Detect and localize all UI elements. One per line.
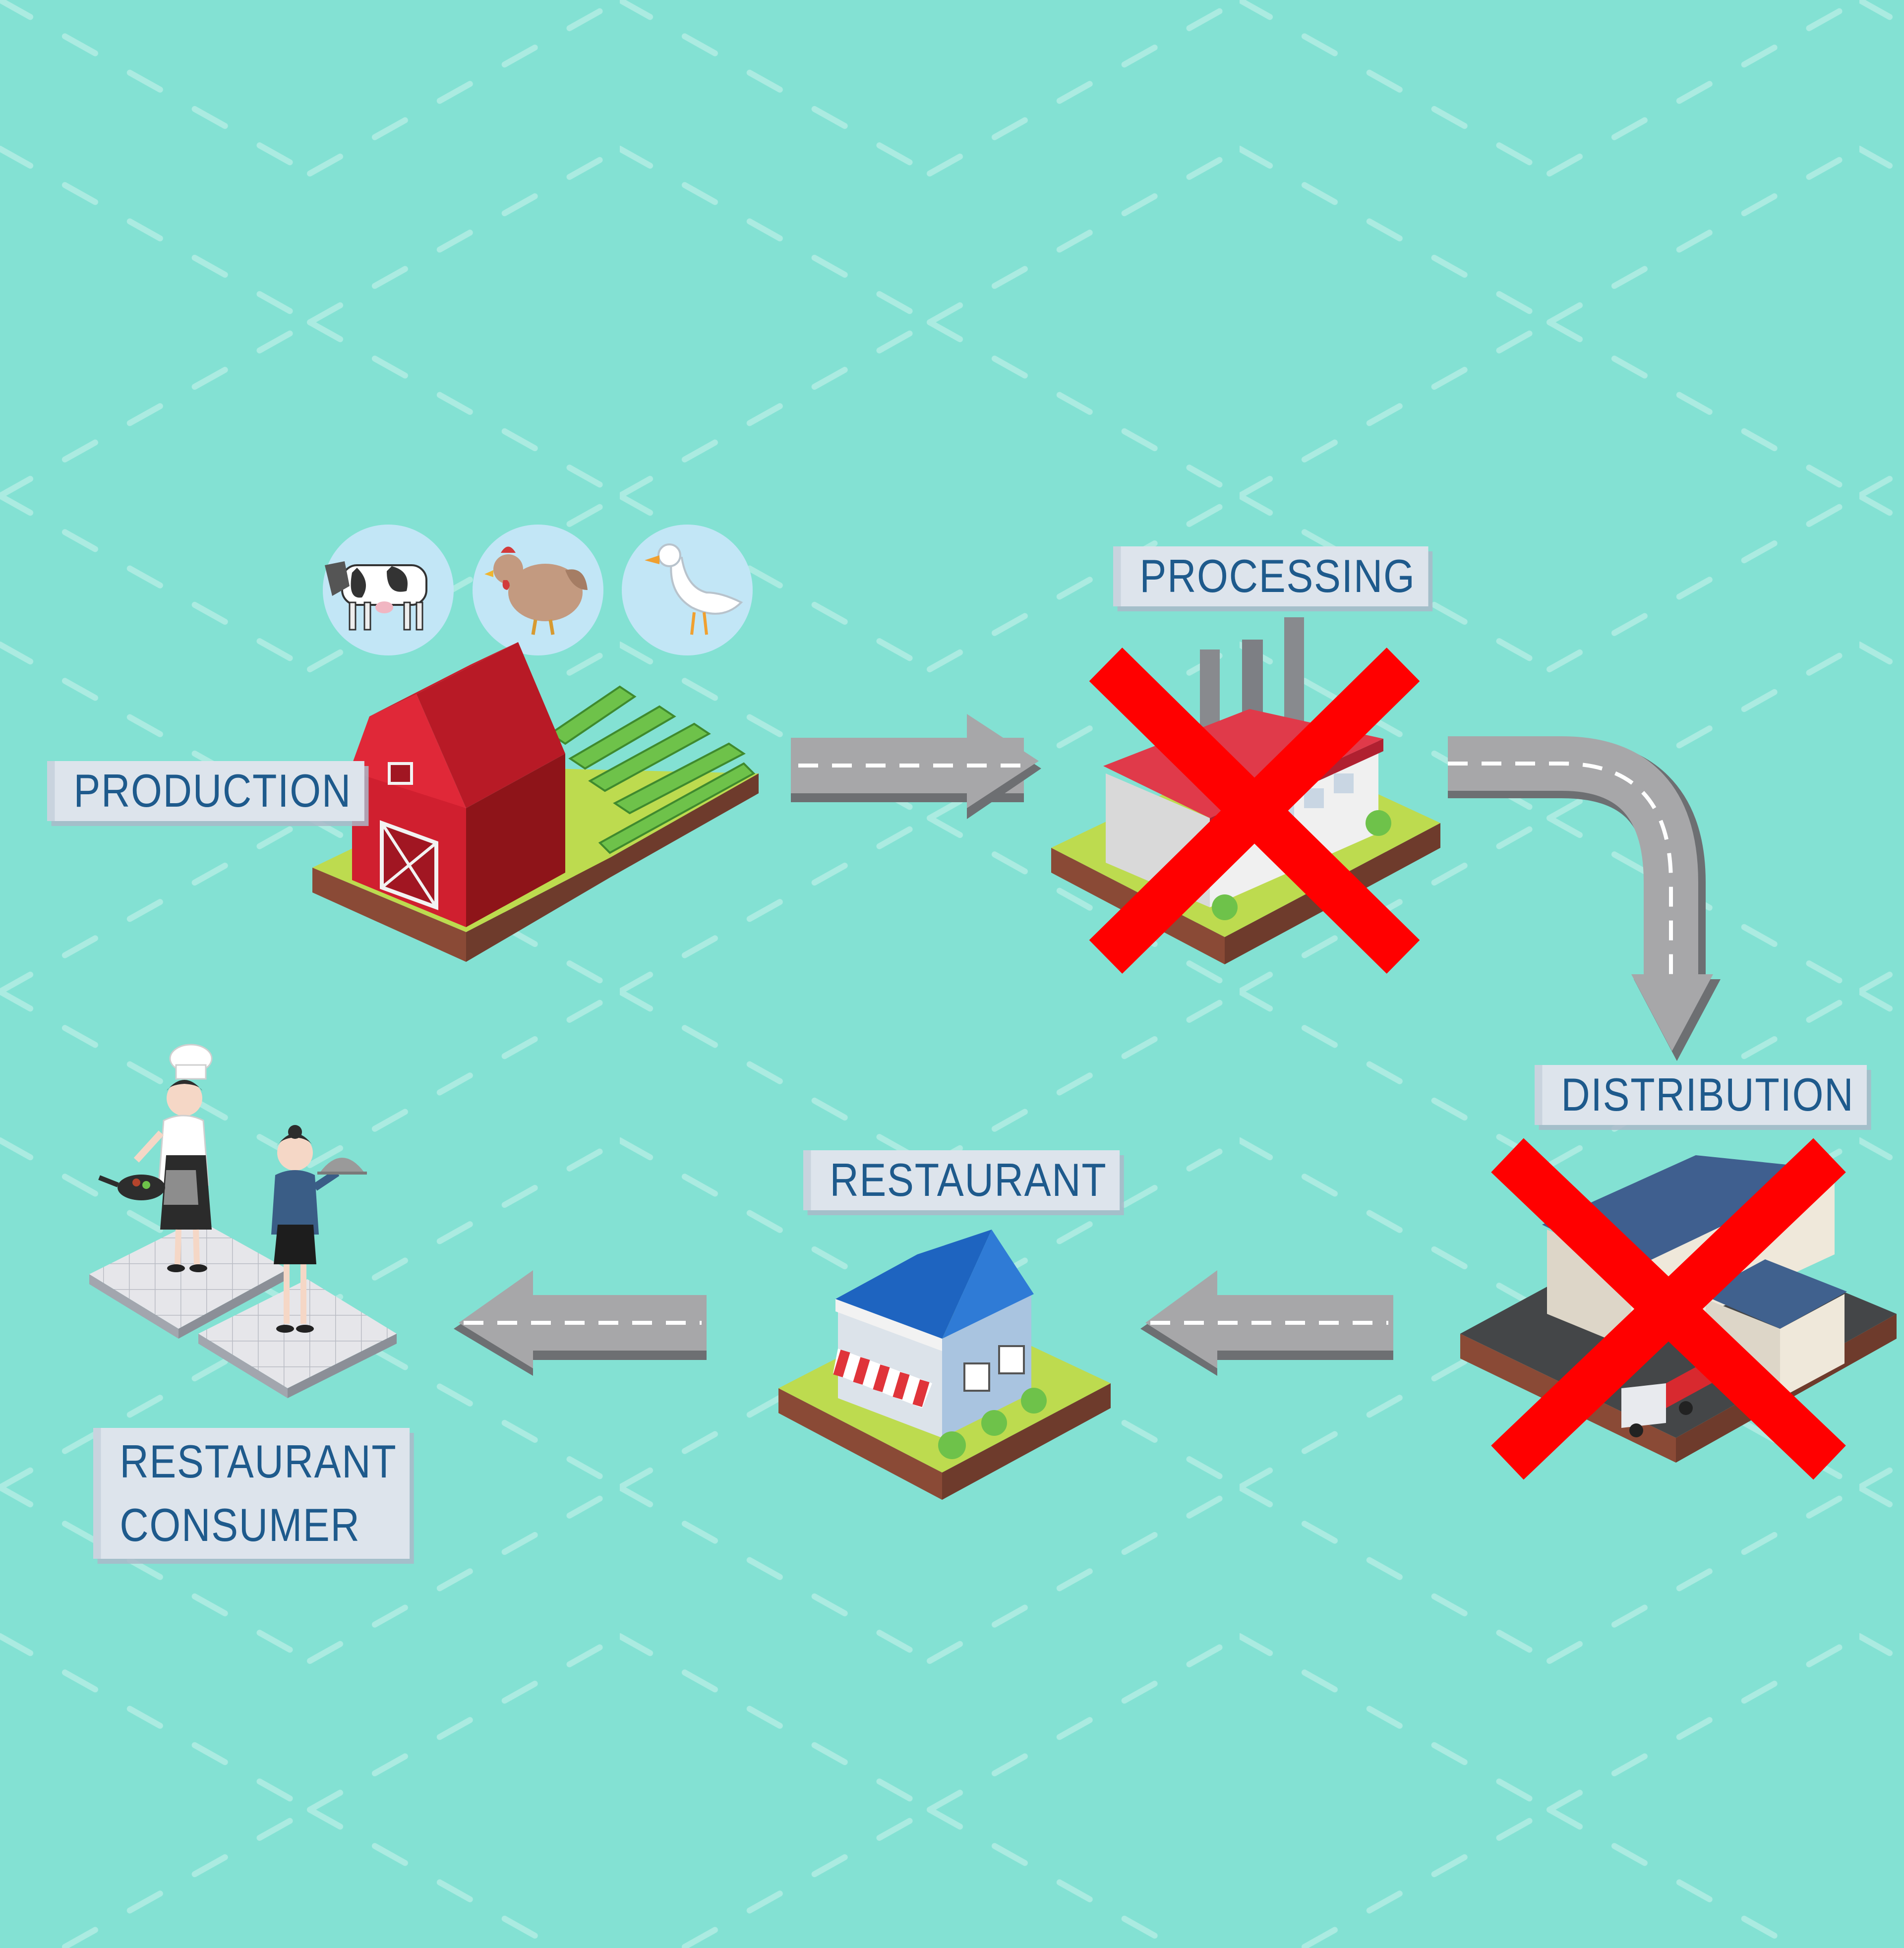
chef-figure — [98, 1044, 213, 1272]
cow-icon — [323, 525, 454, 655]
processing-label: PROCESSING — [1113, 546, 1428, 606]
consumer-label-line1: RESTAURANT — [119, 1435, 397, 1487]
arrow-restaurant-to-consumer — [454, 1270, 707, 1376]
restaurant-consumer-label: RESTAURANT CONSUMER — [93, 1428, 410, 1559]
production-label: PRODUCTION — [47, 761, 364, 821]
consumer-label-line2: CONSUMER — [119, 1498, 360, 1551]
arrow-distribution-to-restaurant — [1140, 1270, 1393, 1376]
awning — [833, 1349, 932, 1408]
distribution-removed-cross — [1491, 1138, 1846, 1480]
distribution-label: DISTRIBUTION — [1535, 1065, 1867, 1125]
consumer-illustration — [89, 1044, 397, 1398]
arrow-production-to-processing — [791, 714, 1041, 819]
farm-illustration — [312, 642, 759, 962]
chicken-icon — [473, 525, 603, 655]
arrow-processing-to-distribution — [1448, 736, 1721, 1061]
waitress-figure — [271, 1125, 367, 1333]
goose-icon — [622, 525, 753, 655]
restaurant-label: RESTAURANT — [803, 1150, 1120, 1210]
processing-removed-cross — [1089, 648, 1420, 974]
restaurant-illustration — [778, 1230, 1111, 1500]
